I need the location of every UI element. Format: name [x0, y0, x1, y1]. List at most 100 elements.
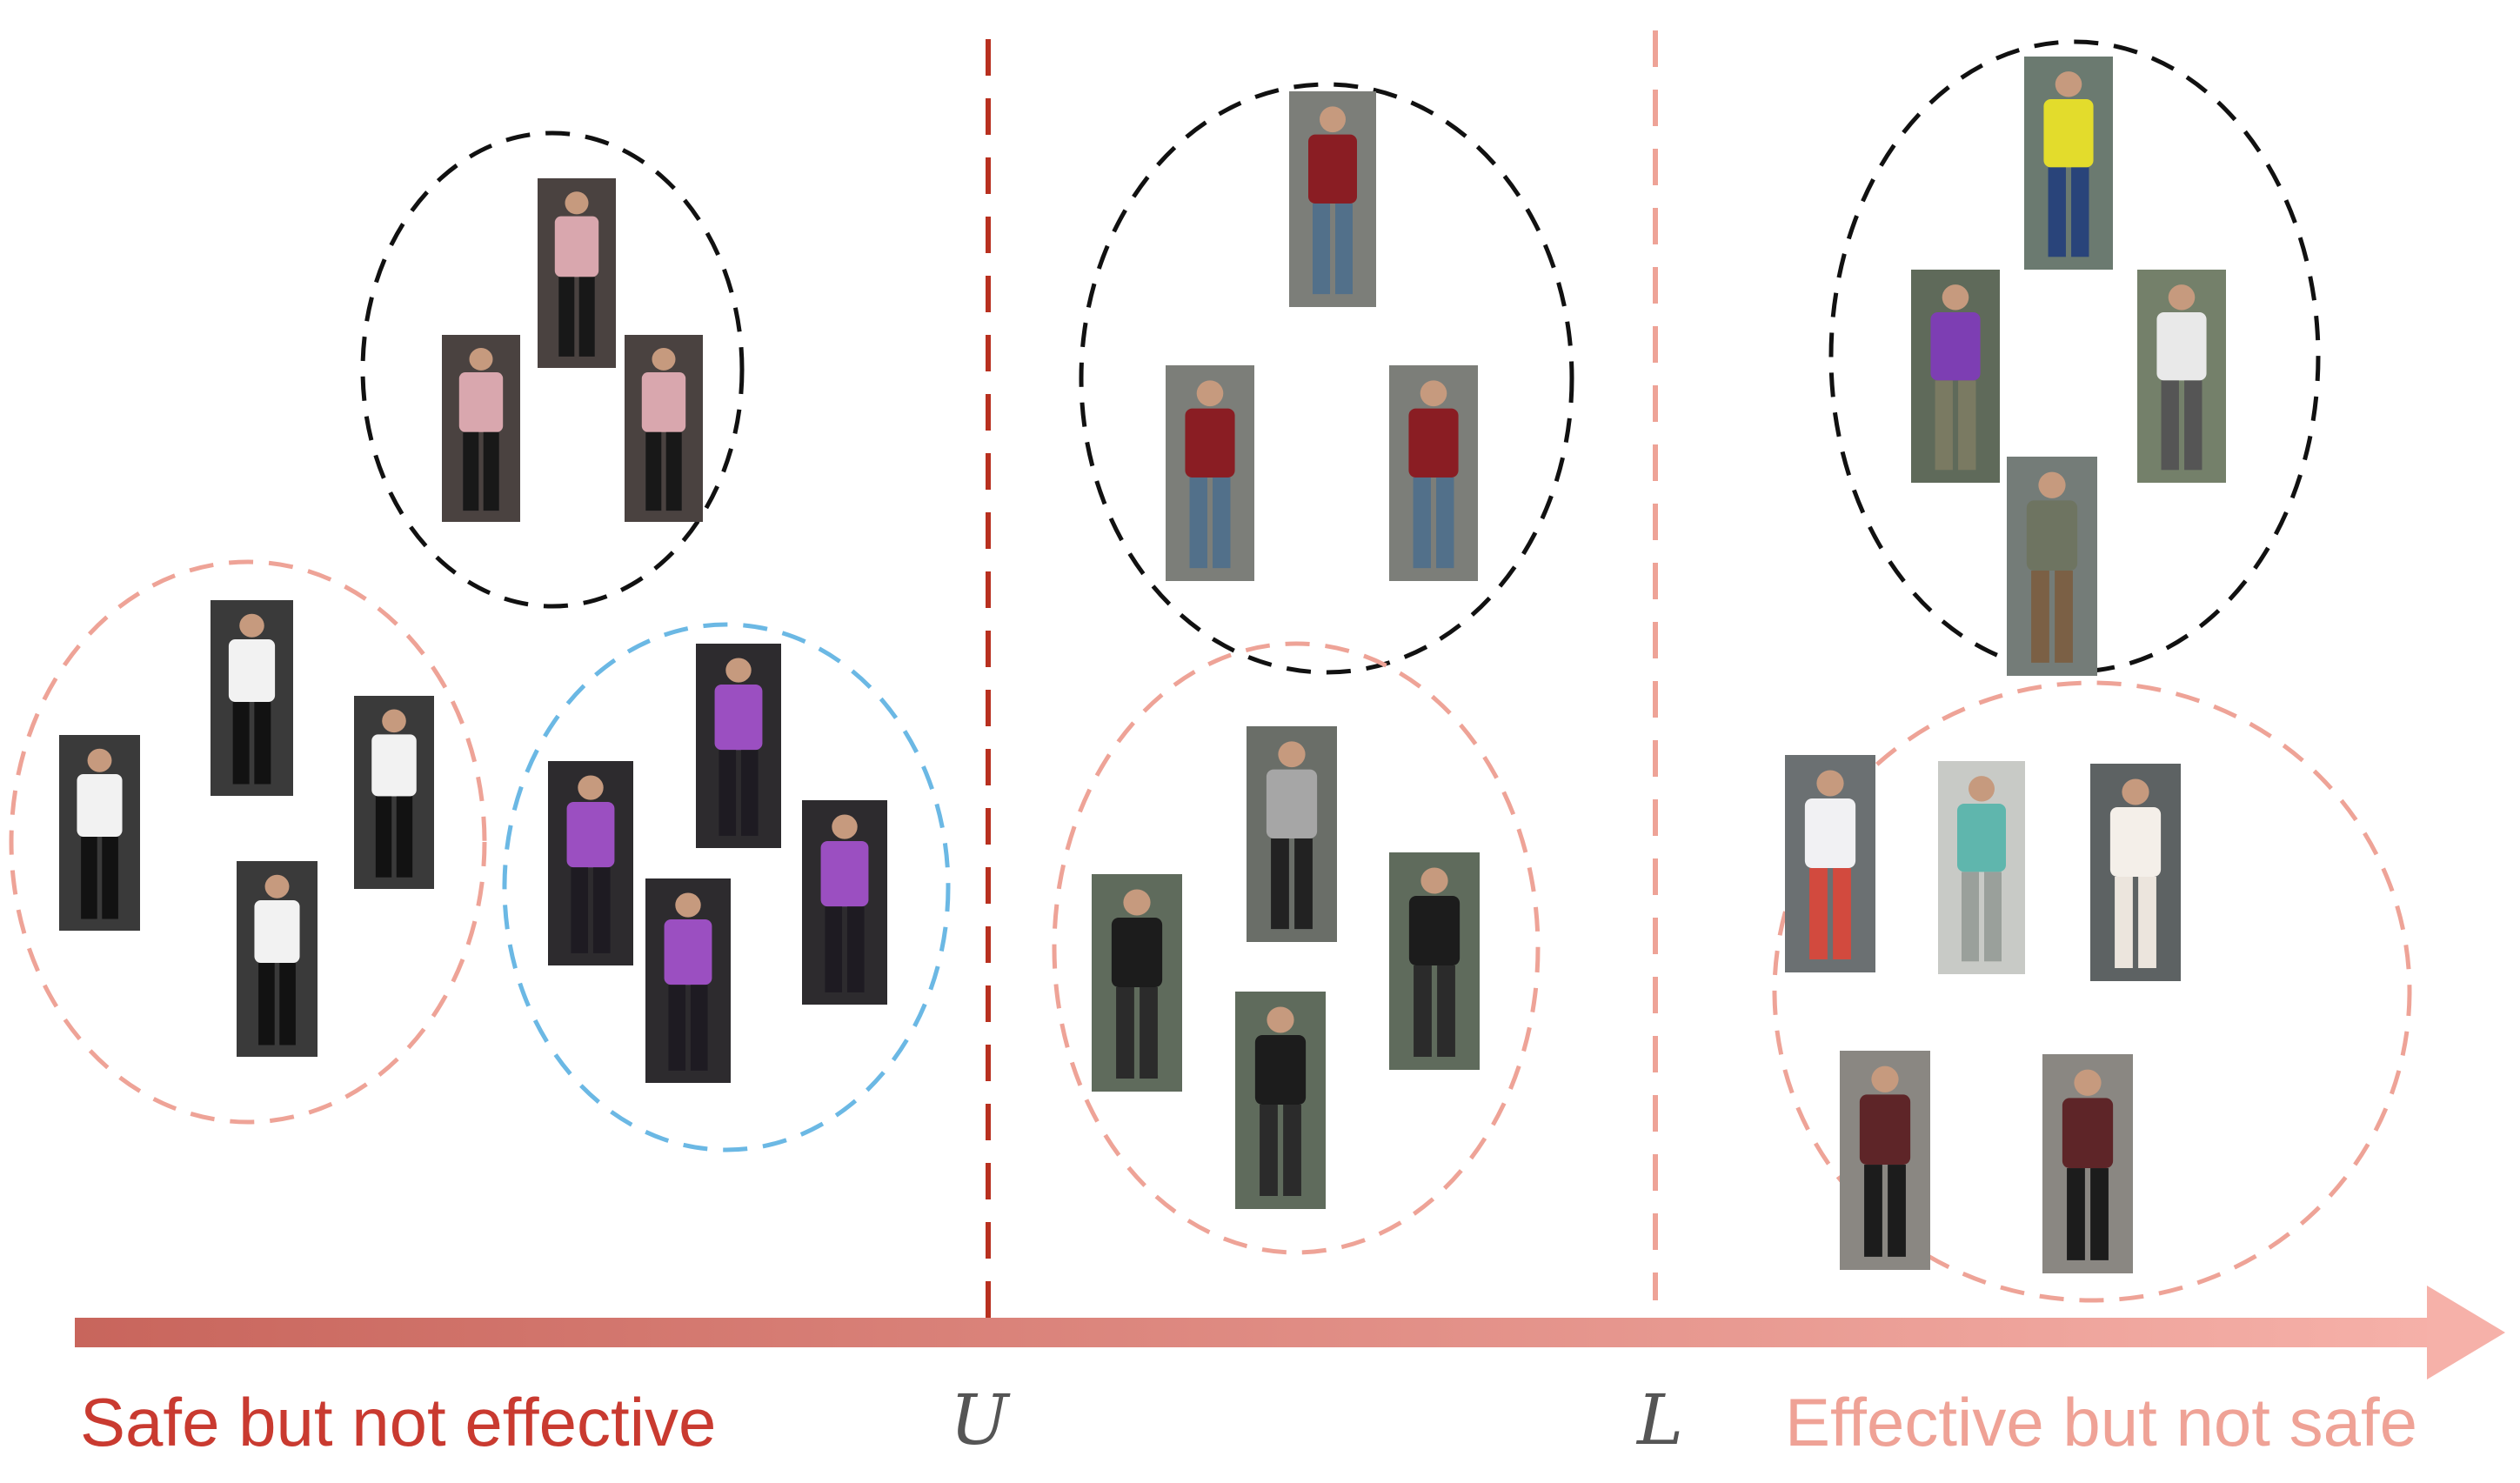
person-leg	[258, 963, 275, 1045]
person-leg	[1294, 838, 1313, 930]
person-head	[1278, 741, 1306, 768]
person-torso	[2043, 99, 2094, 168]
person-torso	[1266, 769, 1318, 838]
person-torso	[1408, 896, 1461, 965]
person-leg	[1413, 477, 1431, 569]
person-leg	[1888, 1165, 1906, 1257]
cluster-black-middle	[1079, 82, 1574, 675]
person-leg	[1809, 868, 1828, 959]
person-head	[2038, 471, 2066, 498]
person-leg	[578, 277, 595, 357]
person-torso	[1930, 312, 1981, 381]
person-head	[565, 191, 589, 215]
person-leg	[2161, 380, 2179, 471]
person-torso	[77, 774, 123, 837]
person-torso	[1111, 918, 1163, 987]
label-effective-but-not-safe: Effective but not safe	[1785, 1384, 2418, 1460]
person-torso	[1185, 408, 1235, 478]
person-head	[1420, 380, 1447, 407]
person-head	[1196, 380, 1224, 407]
person-image	[237, 861, 318, 1057]
person-image	[1911, 270, 2000, 483]
person-image	[1938, 761, 2025, 974]
person-torso	[2026, 500, 2078, 571]
person-image	[211, 600, 293, 796]
person-image	[1389, 365, 1478, 581]
person-leg	[2071, 167, 2089, 257]
person-leg	[1436, 477, 1454, 569]
person-leg	[1283, 1105, 1301, 1196]
person-image	[1247, 726, 1337, 942]
person-head	[2074, 1069, 2102, 1096]
person-head	[382, 709, 406, 733]
person-image	[59, 735, 140, 931]
person-leg	[1984, 872, 2002, 962]
person-torso	[1308, 134, 1357, 204]
person-torso	[714, 685, 763, 751]
person-image	[625, 335, 703, 522]
person-image	[354, 696, 434, 889]
person-image	[645, 878, 731, 1083]
person-torso	[664, 919, 712, 985]
label-safe-but-not-effective: Safe but not effective	[80, 1384, 717, 1460]
person-head	[1871, 1065, 1899, 1092]
person-head	[675, 892, 701, 918]
person-head	[725, 658, 752, 683]
person-image	[442, 335, 520, 522]
person-leg	[1962, 872, 1979, 962]
person-leg	[665, 431, 682, 511]
person-leg	[254, 702, 271, 785]
person-torso	[228, 639, 276, 702]
cluster-blue-left	[502, 622, 951, 1152]
person-image	[548, 761, 633, 965]
person-leg	[1116, 987, 1134, 1079]
person-leg	[668, 985, 686, 1071]
person-leg	[463, 431, 479, 511]
cluster-ellipses	[9, 39, 2412, 1303]
person-torso	[2156, 312, 2207, 381]
person-leg	[740, 750, 759, 836]
person-leg	[719, 750, 737, 836]
person-image	[1166, 365, 1254, 581]
person-torso	[2109, 807, 2162, 877]
person-leg	[558, 277, 575, 357]
person-head	[1123, 889, 1151, 916]
person-leg	[1260, 1105, 1278, 1196]
person-torso	[1859, 1094, 1911, 1166]
person-head	[578, 775, 604, 800]
person-head	[832, 814, 858, 839]
person-torso	[820, 841, 869, 907]
person-torso	[371, 734, 417, 797]
person-leg	[396, 796, 413, 878]
person-torso	[1804, 798, 1856, 868]
person-leg	[1935, 380, 1953, 471]
person-leg	[2090, 1168, 2109, 1260]
person-leg	[1864, 1165, 1882, 1257]
person-leg	[2055, 571, 2073, 663]
person-head	[1420, 867, 1448, 894]
person-leg	[645, 431, 662, 511]
person-image	[696, 644, 781, 848]
cluster-pink-right	[1772, 680, 2412, 1303]
person-head	[1816, 770, 1844, 797]
person-leg	[375, 796, 392, 878]
person-image	[1389, 852, 1480, 1070]
person-torso	[566, 802, 615, 868]
person-image	[1092, 874, 1182, 1092]
person-leg	[1189, 477, 1207, 569]
person-head	[469, 348, 493, 371]
person-head	[1320, 106, 1346, 133]
person-head	[2122, 778, 2149, 805]
axis-arrow	[75, 1286, 2505, 1379]
person-leg	[2115, 877, 2133, 968]
person-leg	[1958, 380, 1976, 471]
person-head	[264, 874, 290, 898]
person-torso	[2062, 1098, 2114, 1169]
person-images	[59, 57, 2226, 1273]
person-leg	[2138, 877, 2156, 968]
person-head	[2055, 71, 2082, 97]
person-head	[1942, 284, 1969, 311]
axis-arrow-shaft	[75, 1318, 2450, 1347]
label-threshold-l: L	[1637, 1379, 1684, 1460]
